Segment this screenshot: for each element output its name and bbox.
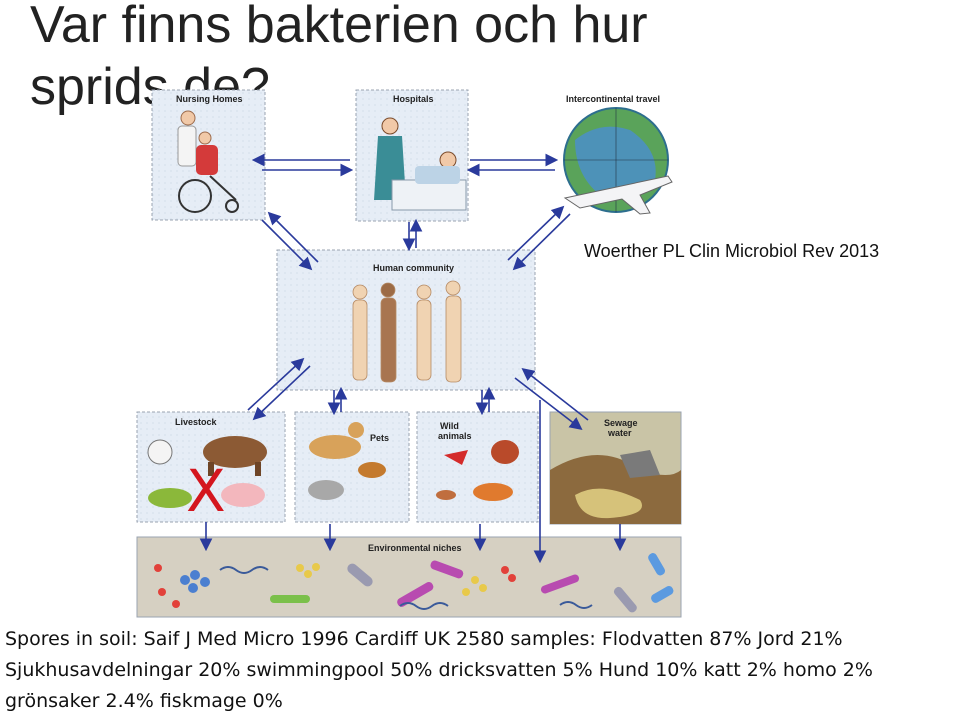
human-community-panel: Human community — [276, 249, 536, 391]
citation: Woerther PL Clin Microbiol Rev 2013 — [584, 241, 880, 261]
livestock-panel: Livestock — [136, 411, 286, 523]
travel-label: Intercontinental travel — [566, 94, 660, 104]
note-line-3: grönsaker 2.4% fiskmage 0% — [5, 690, 283, 712]
note-line-2: Sjukhusavdelningar 20% swimmingpool 50% … — [5, 659, 873, 681]
pets-label: Pets — [370, 433, 389, 443]
environmental-niches-label: Environmental niches — [368, 543, 462, 553]
x-mark: X — [186, 457, 226, 525]
human-community-label: Human community — [373, 263, 454, 273]
pets-panel: Pets — [294, 411, 410, 523]
environmental-niches-panel: Environmental niches — [136, 536, 682, 618]
nursing-homes-label: Nursing Homes — [176, 94, 243, 104]
livestock-label: Livestock — [175, 417, 218, 427]
transmission-arrows — [199, 153, 627, 564]
nursing-homes-panel: Nursing Homes — [151, 89, 266, 221]
hospitals-panel: Hospitals — [355, 89, 469, 222]
bacteria-cluster — [154, 553, 674, 613]
note-line-1: Spores in soil: Saif J Med Micro 1996 Ca… — [5, 628, 843, 650]
slide-title: Var finns bakterien och hur sprids de? — [30, 0, 648, 116]
study-notes: Spores in soil: Saif J Med Micro 1996 Ca… — [5, 624, 955, 717]
hospitals-label: Hospitals — [393, 94, 434, 104]
travel-panel: Intercontinental travel — [563, 94, 673, 215]
